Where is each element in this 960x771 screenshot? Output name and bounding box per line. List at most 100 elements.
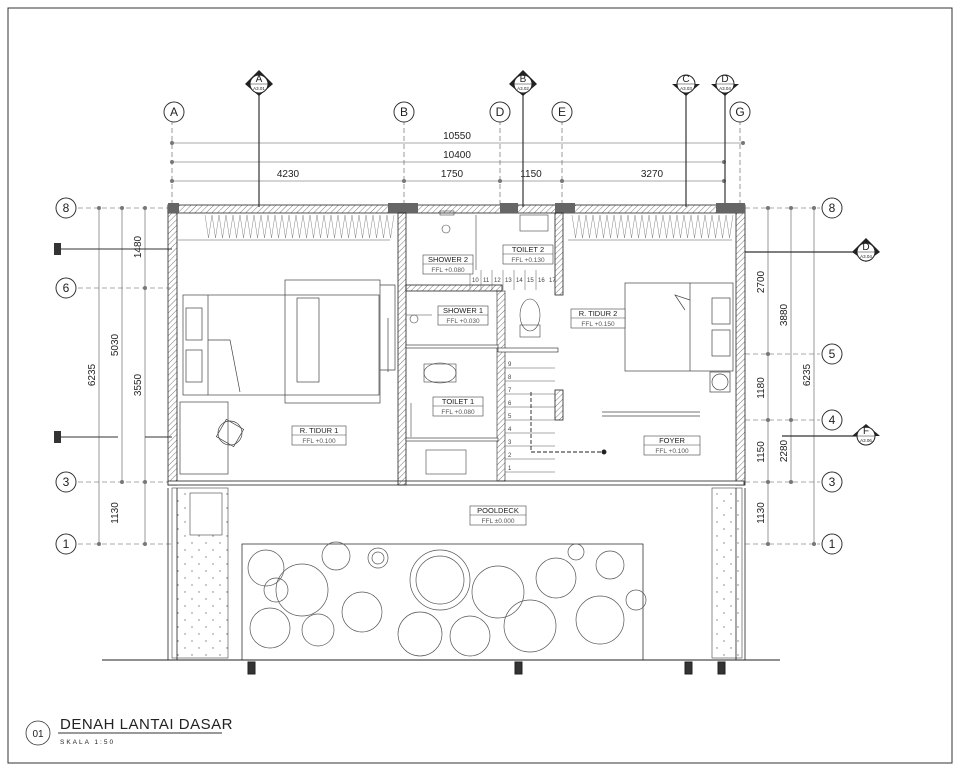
left-grid-lines bbox=[78, 207, 172, 545]
svg-text:R. TIDUR 2: R. TIDUR 2 bbox=[579, 309, 618, 318]
dim-segment-3: 1150 bbox=[520, 169, 542, 180]
svg-text:FFL +0.030: FFL +0.030 bbox=[446, 318, 480, 325]
dim-left-1480: 1480 bbox=[133, 235, 144, 258]
grid-bubble-b: B bbox=[393, 101, 415, 123]
desk-chair bbox=[179, 401, 245, 475]
svg-text:A3.04: A3.04 bbox=[860, 254, 872, 259]
left-dimension-ticks bbox=[97, 206, 147, 546]
svg-text:FFL +0.100: FFL +0.100 bbox=[302, 438, 336, 445]
svg-text:4: 4 bbox=[829, 413, 836, 427]
svg-text:A3.03: A3.03 bbox=[680, 86, 692, 91]
svg-text:3: 3 bbox=[63, 475, 70, 489]
dim-left-3550: 3550 bbox=[133, 373, 144, 396]
stair-number: 10 bbox=[472, 278, 479, 284]
svg-text:D: D bbox=[496, 105, 505, 119]
svg-text:A: A bbox=[256, 74, 263, 85]
dim-right-2280: 2280 bbox=[779, 439, 790, 462]
pooldeck-area bbox=[167, 487, 746, 660]
dim-left-sub: 5030 bbox=[110, 333, 121, 356]
grid-bubble-e: E bbox=[551, 101, 573, 123]
stair-number: 6 bbox=[508, 401, 512, 407]
svg-text:1: 1 bbox=[829, 537, 836, 551]
section-marker-d: D A3.04 bbox=[711, 74, 739, 207]
stair-number: 13 bbox=[505, 278, 512, 284]
svg-text:C: C bbox=[682, 74, 689, 85]
room-label-shower2: SHOWER 2 FFL +0.080 bbox=[422, 254, 474, 275]
left-section-cuts bbox=[54, 243, 172, 443]
stair-number: 17 bbox=[549, 278, 556, 284]
stair-number: 2 bbox=[508, 453, 512, 459]
dim-right-1150: 1150 bbox=[756, 441, 767, 463]
svg-text:3: 3 bbox=[829, 475, 836, 489]
svg-text:G: G bbox=[735, 105, 744, 119]
stair-number: 4 bbox=[508, 427, 512, 433]
dim-left-total: 6235 bbox=[87, 363, 98, 386]
room-label-pooldeck: POOLDECK FFL ±0.000 bbox=[469, 505, 527, 526]
svg-text:FFL ±0.000: FFL ±0.000 bbox=[482, 518, 515, 525]
dim-segment-1: 4230 bbox=[277, 169, 300, 180]
stair-number: 11 bbox=[483, 278, 490, 284]
dim-segment-2: 1750 bbox=[441, 169, 464, 180]
stair-number: 1 bbox=[508, 466, 512, 472]
svg-text:FFL +0.150: FFL +0.150 bbox=[581, 321, 615, 328]
shower2-fixtures bbox=[439, 210, 477, 270]
toilet1-fixtures bbox=[410, 362, 467, 475]
louver-pattern-right bbox=[571, 214, 734, 239]
svg-text:5: 5 bbox=[829, 347, 836, 361]
grid-bubble-right-4: 4 bbox=[821, 409, 843, 431]
interior-walls bbox=[397, 212, 564, 486]
section-marker-a: A A3.01 bbox=[245, 70, 273, 207]
grid-bubble-left-6: 6 bbox=[55, 277, 77, 299]
stair-number: 8 bbox=[508, 375, 512, 381]
dim-right-6235: 6235 bbox=[802, 363, 813, 386]
stair-number: 9 bbox=[508, 362, 512, 368]
stair-number: 14 bbox=[516, 278, 523, 284]
stair-number: 3 bbox=[508, 440, 512, 446]
stair-number: 16 bbox=[538, 278, 545, 284]
svg-text:D: D bbox=[862, 242, 869, 253]
top-window-louvers bbox=[178, 212, 732, 241]
svg-text:SHOWER 1: SHOWER 1 bbox=[443, 306, 483, 315]
grid-bubble-left-1: 1 bbox=[55, 533, 77, 555]
shower1-fixtures bbox=[406, 314, 432, 324]
svg-text:FFL +0.080: FFL +0.080 bbox=[441, 409, 475, 416]
svg-text:A3.04: A3.04 bbox=[719, 86, 731, 91]
stair-treads bbox=[469, 270, 555, 473]
stair-number: 7 bbox=[508, 388, 512, 394]
svg-text:B: B bbox=[400, 105, 408, 119]
title-name: DENAH LANTAI DASAR bbox=[60, 716, 233, 733]
stair-number: 15 bbox=[527, 278, 534, 284]
room-label-toilet2: TOILET 2 FFL +0.130 bbox=[502, 244, 554, 265]
svg-text:1: 1 bbox=[63, 537, 70, 551]
drawing-title: 01 DENAH LANTAI DASAR SKALA 1:50 bbox=[25, 716, 233, 746]
stair-number: 12 bbox=[494, 278, 501, 284]
svg-text:F: F bbox=[863, 426, 869, 437]
svg-text:8: 8 bbox=[63, 201, 70, 215]
svg-text:FOYER: FOYER bbox=[659, 436, 685, 445]
svg-text:FFL +0.100: FFL +0.100 bbox=[655, 448, 689, 455]
grid-bubble-right-8: 8 bbox=[821, 197, 843, 219]
toilet2-fixtures bbox=[519, 214, 549, 338]
stair-number: 5 bbox=[508, 414, 512, 420]
room-label-tidur1: R. TIDUR 1 FFL +0.100 bbox=[291, 425, 347, 446]
title-number: 01 bbox=[32, 729, 44, 740]
svg-text:B: B bbox=[520, 74, 527, 85]
dim-segment-4: 3270 bbox=[641, 169, 664, 180]
bed-1 bbox=[182, 279, 381, 404]
wardrobe-door-1 bbox=[380, 284, 396, 372]
svg-text:A: A bbox=[170, 105, 178, 119]
dim-overall-1: 10550 bbox=[443, 131, 471, 142]
grid-bubble-right-5: 5 bbox=[821, 343, 843, 365]
svg-text:POOLDECK: POOLDECK bbox=[477, 506, 519, 515]
room-label-foyer: FOYER FFL +0.100 bbox=[643, 435, 701, 456]
pool bbox=[241, 541, 647, 661]
svg-text:D: D bbox=[721, 74, 728, 85]
title-scale: SKALA 1:50 bbox=[60, 739, 115, 746]
room-label-tidur2: R. TIDUR 2 FFL +0.150 bbox=[570, 308, 626, 329]
dim-right-1130: 1130 bbox=[756, 502, 767, 524]
svg-text:FFL +0.080: FFL +0.080 bbox=[431, 267, 465, 274]
svg-text:TOILET 2: TOILET 2 bbox=[512, 245, 544, 254]
grid-bubble-g: G bbox=[729, 101, 751, 123]
grid-bubble-d: D bbox=[489, 101, 511, 123]
